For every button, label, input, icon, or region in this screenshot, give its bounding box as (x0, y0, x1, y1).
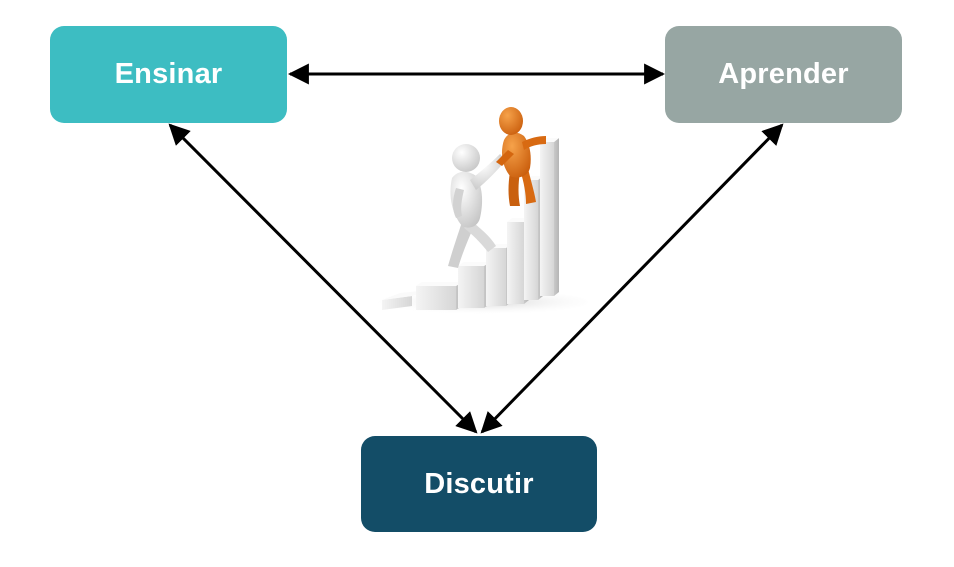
node-aprender-label: Aprender (718, 58, 849, 90)
arrow-aprender-discutir (480, 123, 784, 434)
node-discutir: Discutir (361, 436, 597, 532)
arrow-ensinar-discutir (168, 123, 478, 434)
node-discutir-label: Discutir (424, 467, 534, 500)
node-ensinar-label: Ensinar (114, 58, 223, 90)
orange-figure (496, 107, 546, 206)
white-figure (448, 144, 506, 268)
node-aprender: Aprender (665, 26, 902, 123)
node-ensinar: Ensinar (50, 26, 287, 123)
staircase-bars (382, 138, 559, 310)
